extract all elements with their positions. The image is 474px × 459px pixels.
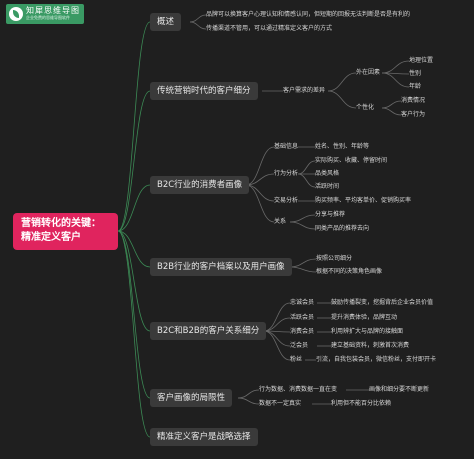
connector (263, 330, 291, 347)
connector (117, 184, 151, 232)
crm-row-desc[interactable]: 建立基础资料，刺激首次消费 (331, 342, 410, 349)
personal-item-consumption[interactable]: 消费情况 (401, 97, 426, 104)
connector (381, 72, 410, 88)
trade-analysis[interactable]: 交易分析 (274, 197, 299, 204)
root-topic-line1: 营销转化的关键： (21, 218, 101, 229)
connector (245, 146, 275, 186)
connector (245, 173, 275, 186)
branch-strategy-choice[interactable]: 精准定义客户是战略选择 (150, 428, 258, 446)
root-topic-line2: 精准定义客户 (21, 232, 81, 243)
connector (117, 230, 151, 438)
connector (327, 72, 357, 92)
personalization[interactable]: 个性化 (356, 104, 375, 111)
connector (289, 258, 317, 268)
crm-row-desc[interactable]: 引流，自我包装会员，微信粉丝，支付即开卡 (316, 356, 437, 363)
connector (289, 214, 316, 223)
trade-analysis-value[interactable]: 购买频率、平均客单价、促销购买率 (315, 197, 412, 204)
crm-row-name[interactable]: 粉丝 (290, 356, 303, 363)
external-item-age[interactable]: 年龄 (409, 83, 422, 90)
connector (117, 230, 151, 399)
crm-row-desc[interactable]: 提升消费体验，品牌互动 (331, 314, 398, 321)
external-factors[interactable]: 外在因素 (356, 69, 381, 76)
limitation-untrue-data[interactable]: 数据不一定真实 (259, 400, 302, 407)
basic-info[interactable]: 基础信息 (274, 143, 299, 150)
connector (117, 90, 151, 232)
personal-item-behavior[interactable]: 客户行为 (401, 111, 426, 118)
connector (117, 230, 151, 332)
branch-overview[interactable]: 概述 (150, 13, 182, 31)
connector (189, 14, 207, 23)
branch-persona-limitations[interactable]: 客户画像的局限性 (150, 389, 233, 407)
demand-difference[interactable]: 客户需求的差异 (283, 87, 326, 94)
app-logo: 知犀思维导图 企业免费的思维导图软件 (6, 4, 84, 24)
overview-note-2[interactable]: 传播渠道不管用，可以通过精准定义客户的方式 (206, 25, 333, 32)
relationship-item-recommend[interactable]: 同类产品的推荐去向 (315, 225, 370, 232)
b2b-item-company[interactable]: 按照公司细分 (316, 255, 353, 262)
overview-note-1[interactable]: 品牌可以换算客户心理认知和情感认同，但短期的回报无法判断是否是有利的 (206, 11, 411, 18)
limitation-changing-data[interactable]: 行为数据、消费数据一直在变 (259, 386, 338, 393)
branch-b2c-persona[interactable]: B2C行业的消费者画像 (150, 176, 250, 194)
branch-traditional-segmentation[interactable]: 传统营销时代的客户细分 (150, 82, 258, 100)
connector (245, 184, 275, 202)
connector (237, 397, 260, 405)
relationship[interactable]: 关系 (274, 218, 287, 225)
connector (263, 330, 291, 361)
external-item-location[interactable]: 地理位置 (409, 57, 434, 64)
crm-row-desc[interactable]: 利用辨扩大与品牌的接触面 (331, 328, 404, 335)
crm-row-name[interactable]: 忠诚会员 (290, 299, 315, 306)
leaf-icon (9, 7, 23, 21)
branch-crm-segmentation[interactable]: B2C和B2B的客户关系细分 (150, 322, 267, 340)
basic-info-value[interactable]: 姓名、性别、年龄等 (315, 143, 370, 150)
connector (289, 266, 317, 273)
connector (189, 21, 207, 30)
connector (263, 302, 291, 332)
behavior-item-style[interactable]: 品类风格 (315, 170, 340, 177)
logo-subtitle: 企业免费的思维导图软件 (26, 15, 70, 20)
branch-b2b-profile[interactable]: B2B行业的客户档案以及用户画像 (150, 258, 292, 276)
behavior-analysis[interactable]: 行为分析 (274, 170, 299, 177)
external-item-gender[interactable]: 性别 (409, 70, 422, 77)
b2b-item-roles[interactable]: 根据不同的决策角色画像 (316, 268, 383, 275)
connector (289, 221, 316, 230)
crm-row-name[interactable]: 活跃会员 (290, 314, 315, 321)
behavior-item-actions[interactable]: 实际购买、收藏、停留时间 (315, 157, 388, 164)
connector (381, 100, 402, 109)
connector (245, 184, 275, 223)
limitation-update-needed[interactable]: 画像和细分要不断更新 (369, 386, 430, 393)
limitation-partial-reliance[interactable]: 利用但不能百分比依赖 (331, 400, 392, 407)
relationship-item-share[interactable]: 分享与推荐 (315, 211, 346, 218)
crm-row-name[interactable]: 泛会员 (290, 342, 309, 349)
connector (297, 173, 316, 188)
connector (117, 21, 151, 232)
behavior-item-active-time[interactable]: 活跃时间 (315, 183, 340, 190)
connector (237, 389, 260, 399)
connector (263, 317, 291, 332)
logo-title: 知犀思维导图 (26, 6, 80, 15)
root-topic[interactable]: 营销转化的关键： 精准定义客户 (13, 213, 118, 250)
connector (117, 230, 151, 268)
connector (381, 60, 410, 74)
connector (381, 107, 402, 116)
connector (327, 90, 357, 109)
crm-row-name[interactable]: 消费会员 (290, 328, 315, 335)
crm-row-desc[interactable]: 鼓励传播裂变，挖掘背后企业会员价值 (331, 299, 434, 306)
connector (297, 160, 316, 175)
